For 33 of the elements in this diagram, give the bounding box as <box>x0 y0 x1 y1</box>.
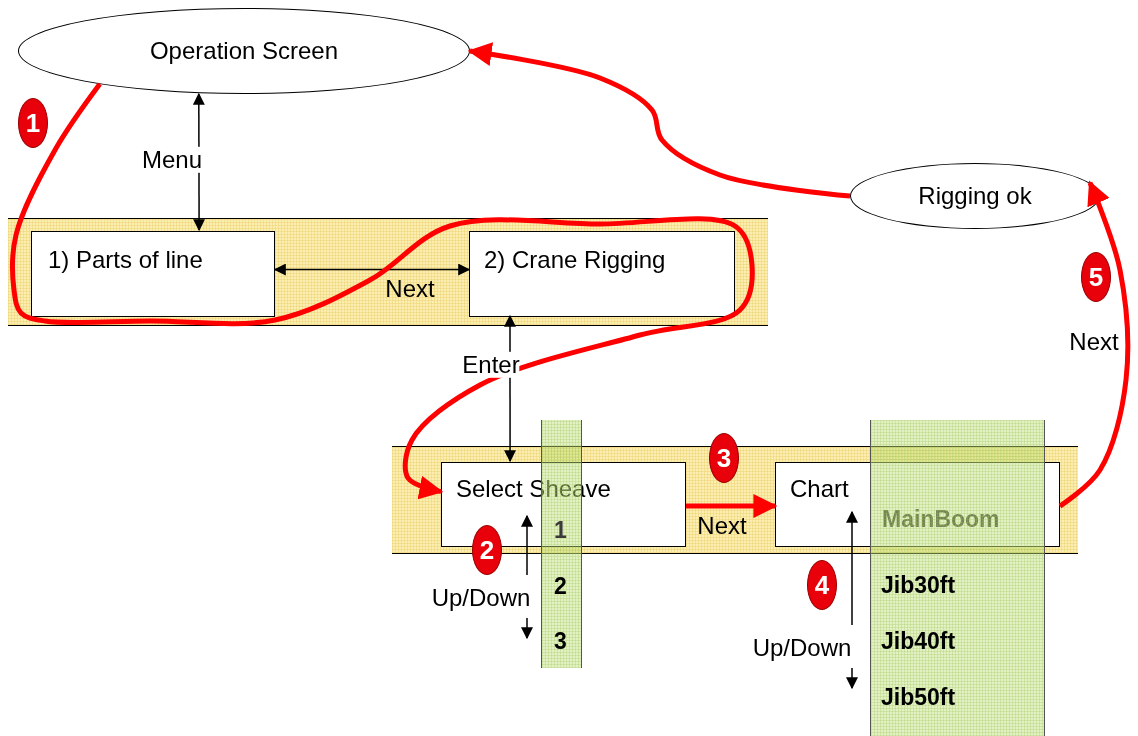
direction-label: Up/Down <box>752 634 852 662</box>
menu-box <box>31 231 275 317</box>
flow-arrow <box>10 82 755 500</box>
direction-label: Up/Down <box>431 584 531 612</box>
edge-label: Enter <box>462 351 520 379</box>
menu-box <box>469 231 735 317</box>
edge-label: Menu <box>142 146 202 174</box>
arrow <box>273 263 471 276</box>
option-label: 3 <box>554 627 567 655</box>
node-label: Operation Screen <box>149 37 339 65</box>
node-label: 1) Parts of line <box>48 246 203 274</box>
option-label: Jib40ft <box>881 627 956 655</box>
edge-label: Next <box>1069 328 1119 356</box>
edge-label: Next <box>385 275 435 303</box>
node-label: 2) Crane Rigging <box>484 246 666 274</box>
step-badge: 3 <box>709 433 739 483</box>
edge-label: Next <box>697 512 747 540</box>
option-column <box>870 420 1045 736</box>
step-badge: 4 <box>807 560 837 610</box>
flow-arrow <box>467 42 851 199</box>
step-badge: 2 <box>472 525 502 575</box>
step-badge: 1 <box>18 98 48 148</box>
flow-arrow <box>686 494 778 519</box>
node-label: Rigging ok <box>918 182 1032 210</box>
option-label: Jib30ft <box>881 571 956 599</box>
option-label: 2 <box>554 572 567 600</box>
menu-box <box>775 462 1060 547</box>
node-label: MainBoom <box>882 505 1000 533</box>
menu-band <box>8 218 768 326</box>
step-badge: 5 <box>1081 252 1111 302</box>
option-label: Jib50ft <box>881 683 956 711</box>
option-label: 1 <box>554 516 567 544</box>
node-label: Chart <box>790 475 849 503</box>
